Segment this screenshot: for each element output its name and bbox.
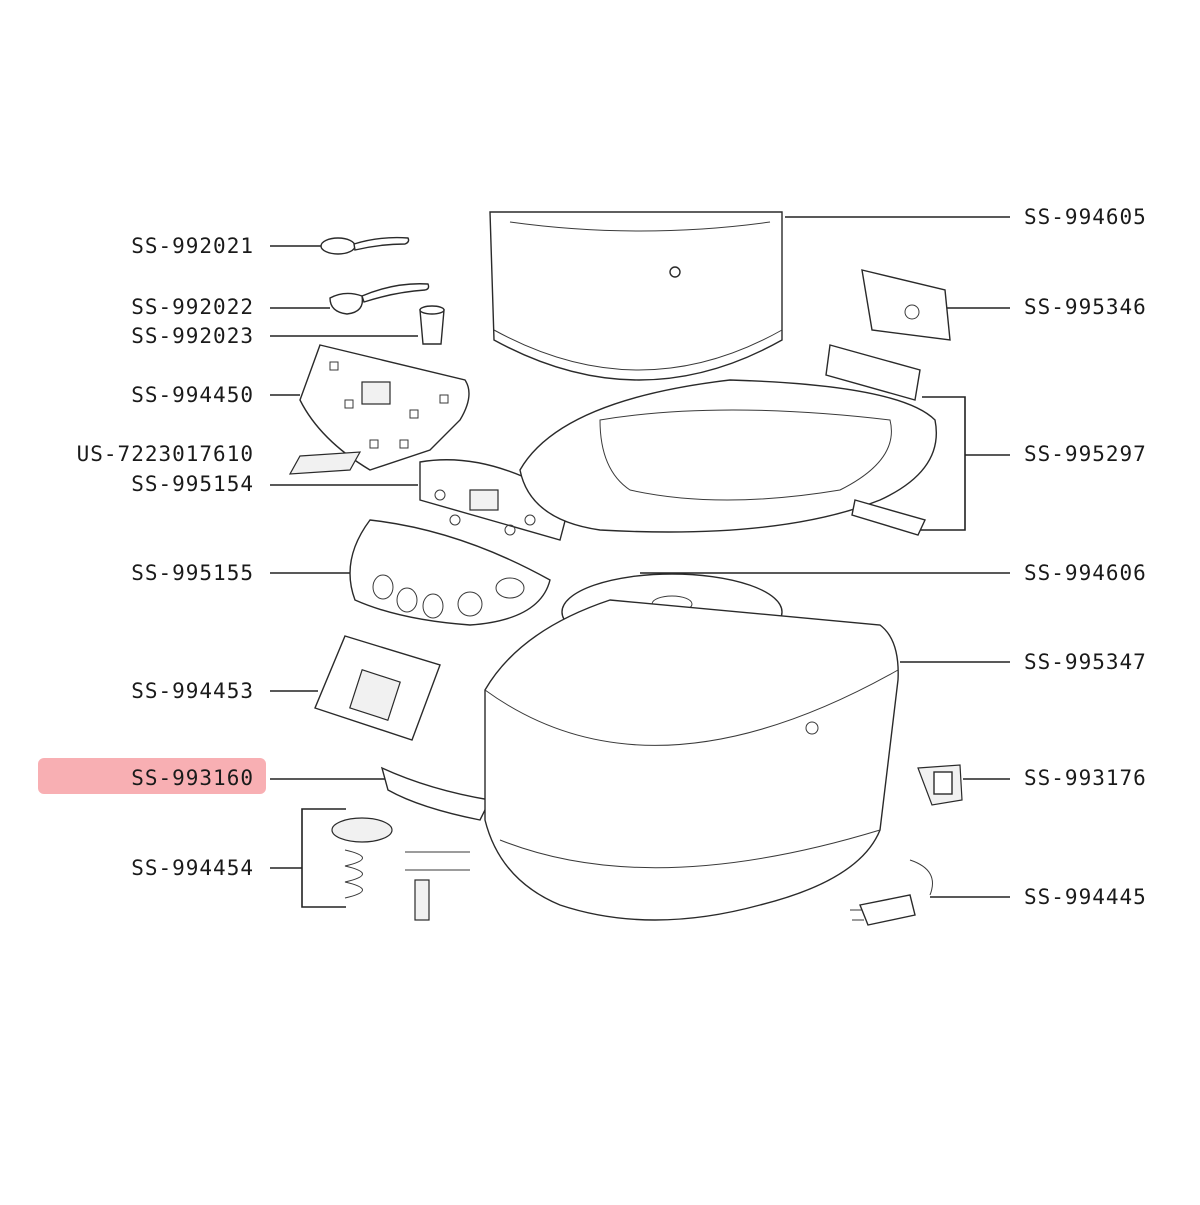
upper-frame-part: [519, 344, 937, 536]
highlighted-trim-part: [380, 766, 492, 821]
part-label-ss-995347: SS-995347: [1024, 650, 1147, 674]
measuring-cup-part: [419, 305, 445, 345]
control-cover-part: [349, 519, 551, 626]
part-label-ss-994454: SS-994454: [131, 856, 254, 880]
soup-ladle-part: [329, 283, 430, 315]
part-label-ss-994605: SS-994605: [1024, 205, 1147, 229]
display-panel-part: [419, 459, 571, 541]
part-label-us-7223017610: US-7223017610: [76, 442, 254, 466]
panel-sheet-part: [314, 635, 441, 741]
highlighted-part-marker: [38, 758, 266, 794]
part-label-ss-993176: SS-993176: [1024, 766, 1147, 790]
label-sticker-part: [288, 451, 362, 475]
outer-body-part: [484, 599, 899, 921]
part-label-ss-995154: SS-995154: [131, 472, 254, 496]
lid-hinge-part: [861, 269, 951, 341]
part-label-ss-992022: SS-992022: [131, 295, 254, 319]
left-leader-lines: [270, 245, 418, 908]
part-label-ss-993160: SS-993160: [131, 766, 254, 790]
rice-spoon-part: [320, 236, 410, 255]
part-label-ss-994606: SS-994606: [1024, 561, 1147, 585]
part-label-ss-992021: SS-992021: [131, 234, 254, 258]
part-label-ss-994445: SS-994445: [1024, 885, 1147, 909]
right-leader-lines: [640, 216, 1010, 898]
part-label-ss-992023: SS-992023: [131, 324, 254, 348]
power-cord-part: [850, 859, 933, 926]
part-label-ss-995155: SS-995155: [131, 561, 254, 585]
inner-pot-part: [489, 211, 783, 381]
part-label-ss-995346: SS-995346: [1024, 295, 1147, 319]
control-board-part: [299, 344, 470, 471]
part-label-ss-994453: SS-994453: [131, 679, 254, 703]
part-label-ss-995297: SS-995297: [1024, 442, 1147, 466]
part-label-ss-994450: SS-994450: [131, 383, 254, 407]
power-socket-part: [917, 764, 963, 806]
thermostat-sensor-part: [331, 817, 470, 921]
